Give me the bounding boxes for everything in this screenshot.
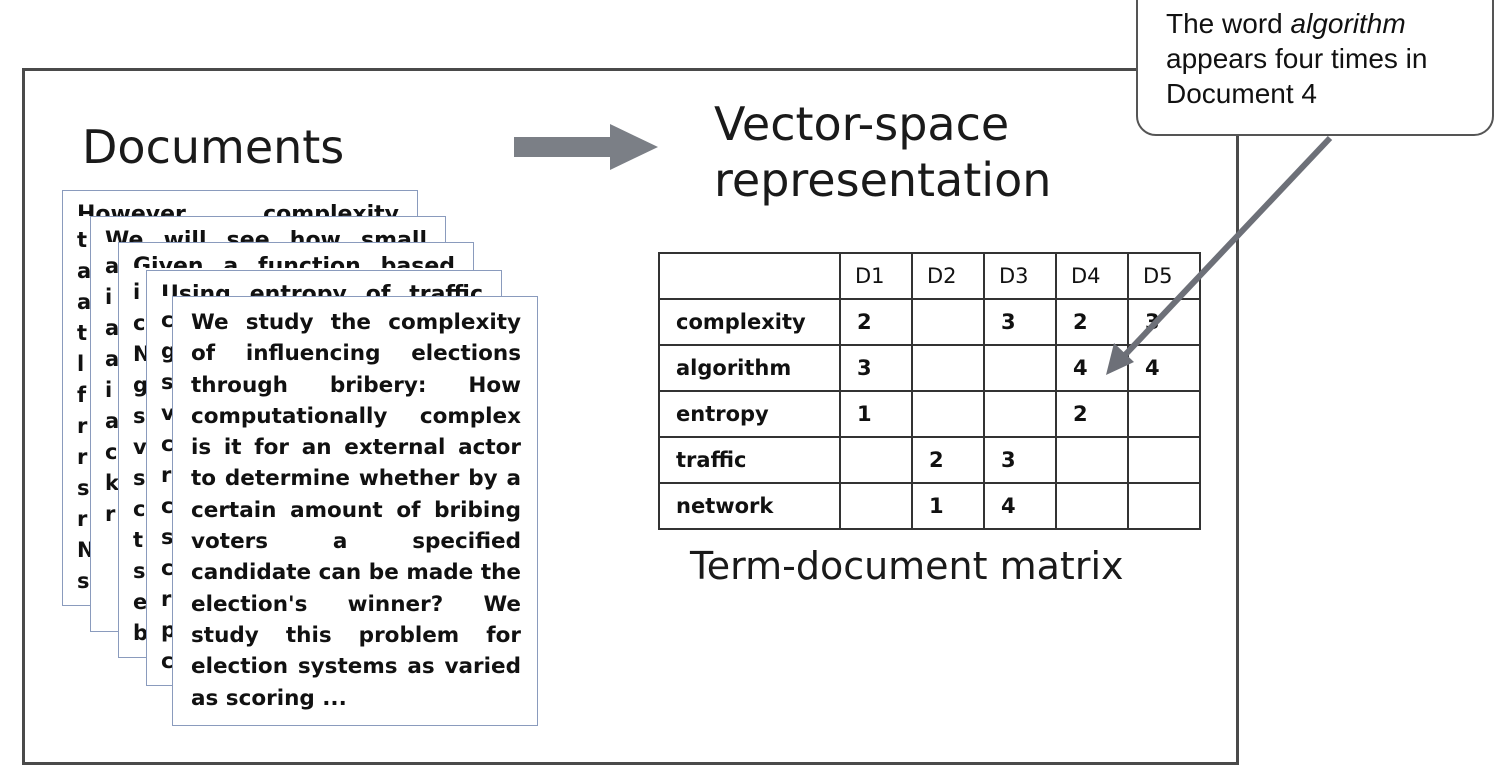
count-cell	[911, 344, 985, 392]
vector-space-heading: Vector-space representation	[714, 96, 1051, 208]
vector-space-heading-line2: representation	[714, 153, 1052, 207]
term-cell: complexity	[658, 298, 841, 346]
column-header: D2	[911, 252, 985, 300]
column-header: D1	[839, 252, 913, 300]
term-cell: network	[658, 482, 841, 530]
callout-line-2: appears four times in	[1166, 43, 1428, 74]
document-page-front: We study the complexity of influencing e…	[172, 296, 538, 726]
matrix-corner-cell	[658, 252, 841, 300]
matrix-row: algorithm 3 4 4	[658, 344, 1201, 392]
count-cell	[911, 390, 985, 438]
document-page-1-first-line: However, complexity	[77, 202, 399, 216]
count-cell	[983, 344, 1057, 392]
column-header: D4	[1055, 252, 1129, 300]
count-cell	[1055, 482, 1129, 530]
count-cell	[1127, 390, 1201, 438]
document-front-text: We study the complexity of influencing e…	[191, 310, 521, 711]
term-document-matrix: D1 D2 D3 D4 D5 complexity 2 3 2 3 algori…	[658, 252, 1201, 530]
count-cell: 4	[983, 482, 1057, 530]
document-page-3-margin: icNgsvsctsebru	[133, 280, 149, 657]
count-cell	[1127, 482, 1201, 530]
callout-text: The word algorithm appears four times in…	[1166, 6, 1427, 111]
document-page-4-margin: cgsvcrcscrpcrb	[161, 308, 177, 685]
matrix-row: complexity 2 3 2 3	[658, 298, 1201, 346]
column-header: D5	[1127, 252, 1201, 300]
count-cell: 2	[1055, 390, 1129, 438]
callout-line-1: The word algorithm	[1166, 6, 1427, 41]
count-cell: 1	[911, 482, 985, 530]
matrix-header-row: D1 D2 D3 D4 D5	[658, 252, 1201, 300]
callout-prefix: The word	[1166, 8, 1291, 39]
count-cell: 4	[1055, 344, 1129, 392]
count-cell: 3	[983, 298, 1057, 346]
matrix-row: traffic 2 3	[658, 436, 1201, 484]
column-header: D3	[983, 252, 1057, 300]
count-cell	[1127, 436, 1201, 484]
count-cell: 2	[1055, 298, 1129, 346]
term-cell: traffic	[658, 436, 841, 484]
count-cell: 2	[839, 298, 913, 346]
matrix-row: entropy 1 2	[658, 390, 1201, 438]
transform-arrow-icon	[514, 124, 658, 170]
term-cell: algorithm	[658, 344, 841, 392]
count-cell: 3	[983, 436, 1057, 484]
callout-emphasis: algorithm	[1290, 8, 1406, 39]
count-cell: 3	[1127, 298, 1201, 346]
count-cell: 2	[911, 436, 985, 484]
count-cell	[911, 298, 985, 346]
matrix-caption: Term-document matrix	[690, 544, 1124, 588]
count-cell: 4	[1127, 344, 1201, 392]
count-cell: 3	[839, 344, 913, 392]
document-page-3-first-line: Given a function based	[133, 254, 455, 268]
matrix-row: network 1 4	[658, 482, 1201, 530]
count-cell	[983, 390, 1057, 438]
documents-heading: Documents	[82, 120, 345, 174]
document-page-2-first-line: We will see how small	[105, 228, 427, 242]
count-cell: 1	[839, 390, 913, 438]
diagram-frame	[22, 68, 1239, 765]
callout-box	[1136, 0, 1494, 136]
term-cell: entropy	[658, 390, 841, 438]
count-cell	[839, 436, 913, 484]
callout-line-3: Document 4	[1166, 78, 1317, 109]
count-cell	[839, 482, 913, 530]
count-cell	[1055, 436, 1129, 484]
document-page-4-first-line: Using entropy of traffic	[161, 282, 483, 296]
vector-space-heading-line1: Vector-space	[714, 97, 1010, 151]
